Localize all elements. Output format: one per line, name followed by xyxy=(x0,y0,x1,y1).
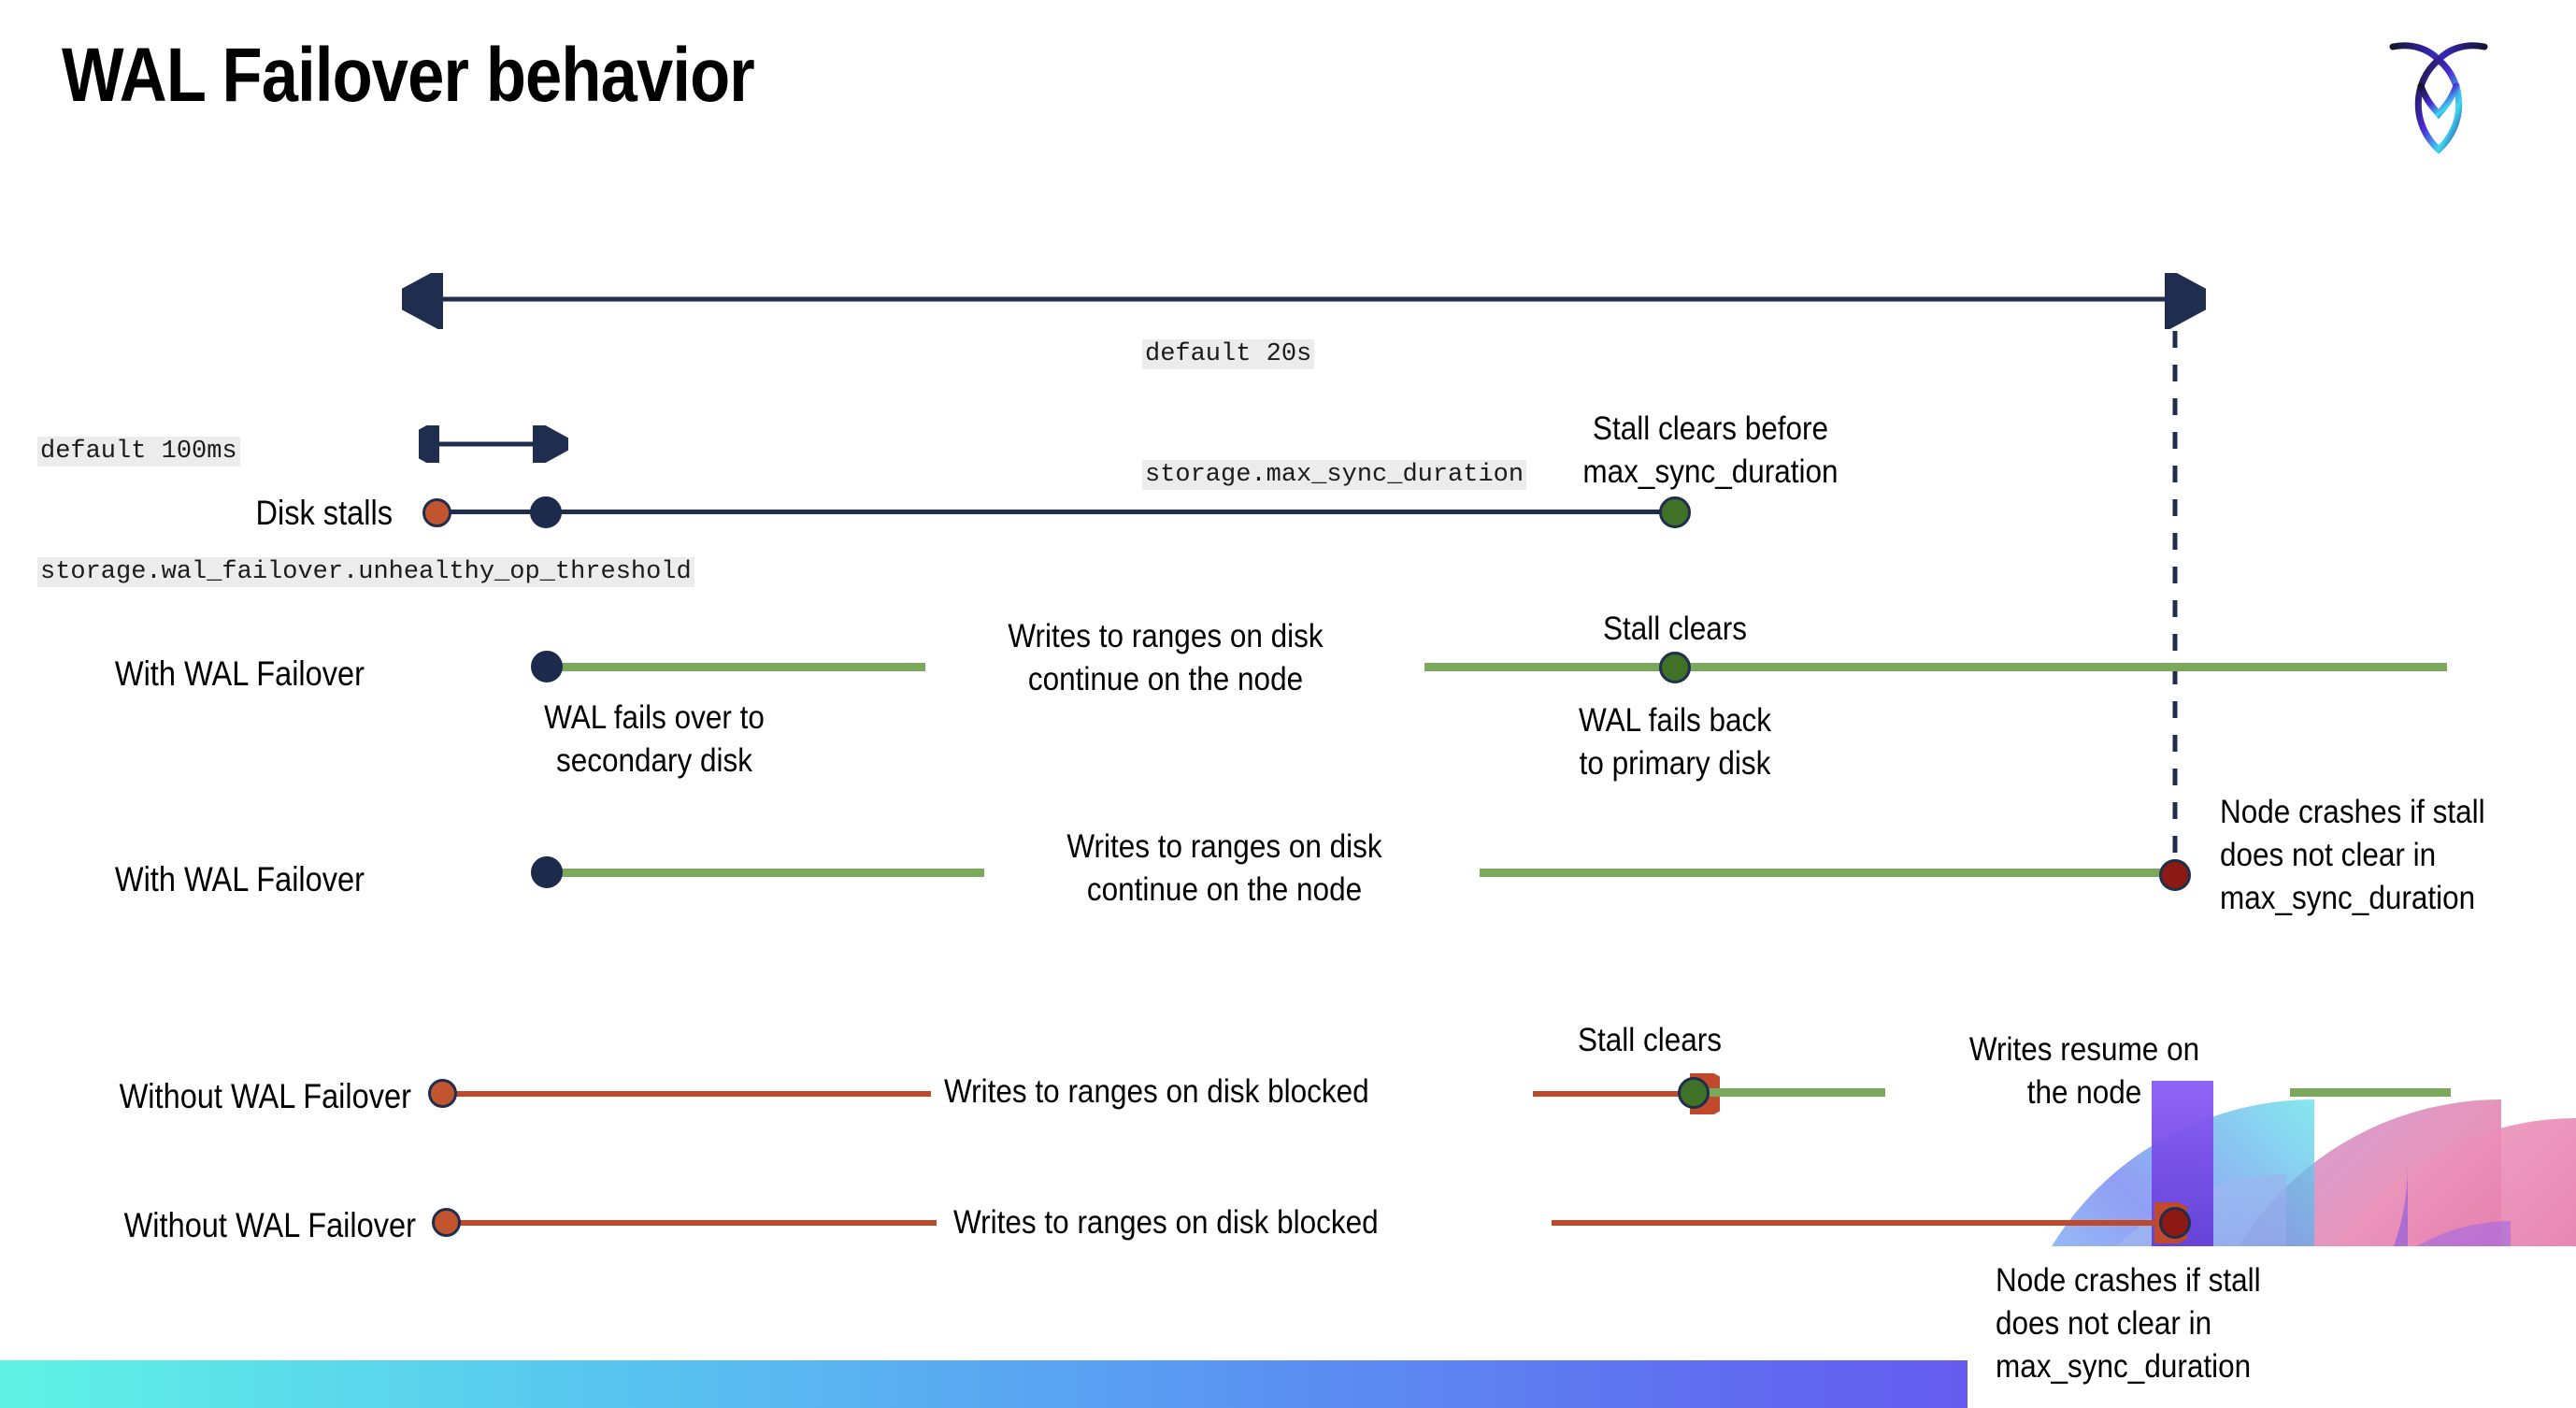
without-wal-failover-2-stall-start-dot xyxy=(432,1208,461,1237)
with-wal-failover-1-line-right xyxy=(1424,663,2447,671)
max-sync-duration-dashed-guide xyxy=(2172,297,2178,894)
disk-stalls-timeline-line xyxy=(436,510,1684,514)
unhealthy-op-setting: storage.wal_failover.unhealthy_op_thresh… xyxy=(37,557,694,587)
with-wal-failover-1-line-left xyxy=(547,663,925,671)
row-label-with-wal-failover-2: With WAL Failover xyxy=(114,860,365,898)
without-wal-failover-1-stall-clears-dot xyxy=(1678,1077,1710,1109)
row-label-without-wal-failover-2: Without WAL Failover xyxy=(123,1206,416,1244)
annotation-writes-continue-1: Writes to ranges on disk continue on the… xyxy=(1008,618,1324,697)
node-crashes-callout-box: Node crashes if stall does not clear in … xyxy=(1968,1246,2576,1408)
unhealthy-op-default: default 100ms xyxy=(37,437,240,467)
without-wal-failover-1-line-resume xyxy=(2290,1088,2451,1097)
without-wal-failover-2-node-crash-dot xyxy=(2159,1207,2191,1239)
annotation-stall-clears-before: Stall clears before max_sync_duration xyxy=(1582,410,1839,490)
unhealthy-op-threshold-span-arrow xyxy=(419,425,568,463)
disk-stalls-start-dot xyxy=(422,498,451,527)
annotation-stall-clears-2: Stall clears xyxy=(1577,1022,1723,1058)
disk-stalls-stall-clears-dot xyxy=(1659,496,1691,528)
without-wal-failover-1-stall-start-dot xyxy=(428,1079,457,1108)
without-wal-failover-1-line-right xyxy=(1694,1088,1885,1097)
max-sync-duration-callout: default 20s storage.max_sync_duration xyxy=(1142,254,1527,576)
annotation-node-crashes-2: Node crashes if stall does not clear in … xyxy=(1996,1262,2261,1385)
with-wal-failover-2-line-left xyxy=(547,869,984,877)
annotation-stall-clears-1: Stall clears xyxy=(1602,611,1748,647)
with-wal-failover-1-stall-clears-dot xyxy=(1659,652,1691,683)
without-wal-failover-2-line-left xyxy=(447,1220,937,1226)
page-title: WAL Failover behavior xyxy=(62,33,755,118)
with-wal-failover-2-failover-dot xyxy=(531,856,563,888)
max-sync-setting: storage.max_sync_duration xyxy=(1142,460,1527,490)
annotation-writes-resume: Writes resume on the node xyxy=(1968,1031,2200,1111)
with-wal-failover-2-node-crash-dot xyxy=(2159,859,2191,891)
max-sync-default: default 20s xyxy=(1142,339,1315,369)
max-sync-duration-span-arrow xyxy=(402,273,2206,329)
without-wal-failover-1-blocked-arrow xyxy=(1533,1073,1720,1114)
without-wal-failover-1-line-left xyxy=(447,1091,931,1097)
annotation-node-crashes-1: Node crashes if stall does not clear in … xyxy=(2220,794,2485,916)
unhealthy-op-threshold-callout: default 100ms storage.wal_failover.unhea… xyxy=(37,352,694,673)
cockroach-labs-logo-icon xyxy=(2387,28,2490,159)
annotation-writes-continue-2: Writes to ranges on disk continue on the… xyxy=(1066,828,1382,908)
disk-stalls-threshold-dot xyxy=(530,496,562,528)
row-label-disk-stalls: Disk stalls xyxy=(255,494,393,532)
with-wal-failover-2-line-right xyxy=(1480,869,2175,877)
without-wal-failover-2-blocked-arrow xyxy=(1552,1202,2187,1243)
annotation-writes-blocked-2: Writes to ranges on disk blocked xyxy=(953,1204,1379,1241)
annotation-writes-blocked-1: Writes to ranges on disk blocked xyxy=(944,1073,1369,1110)
annotation-wal-fails-over: WAL fails over to secondary disk xyxy=(544,699,765,779)
annotation-wal-fails-back: WAL fails back to primary disk xyxy=(1579,702,1771,782)
row-label-without-wal-failover-1: Without WAL Failover xyxy=(119,1077,412,1115)
with-wal-failover-1-failover-dot xyxy=(531,651,563,682)
row-label-with-wal-failover-1: With WAL Failover xyxy=(114,654,365,693)
